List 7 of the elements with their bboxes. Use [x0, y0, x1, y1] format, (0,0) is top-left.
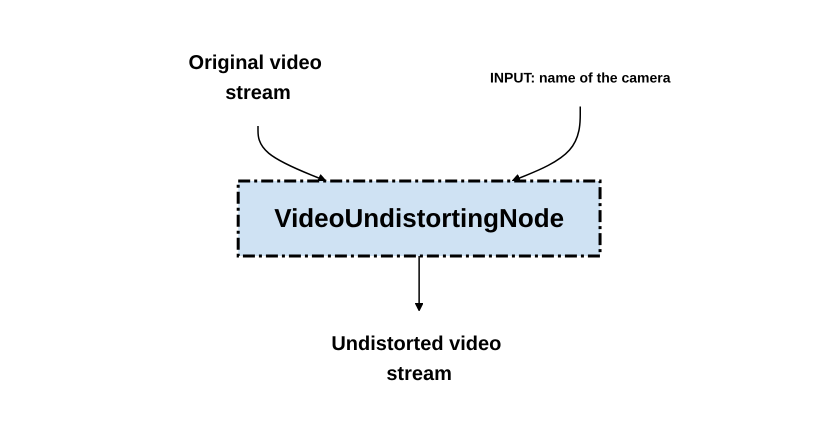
node-box: VideoUndistortingNode	[236, 180, 602, 258]
node-text: Undistorted video stream	[332, 333, 502, 385]
arrow	[512, 106, 582, 182]
arrow	[258, 126, 327, 182]
node-text: INPUT: name of the camera	[490, 70, 671, 86]
node-text: Original video stream	[188, 52, 322, 104]
arrow	[414, 256, 424, 312]
